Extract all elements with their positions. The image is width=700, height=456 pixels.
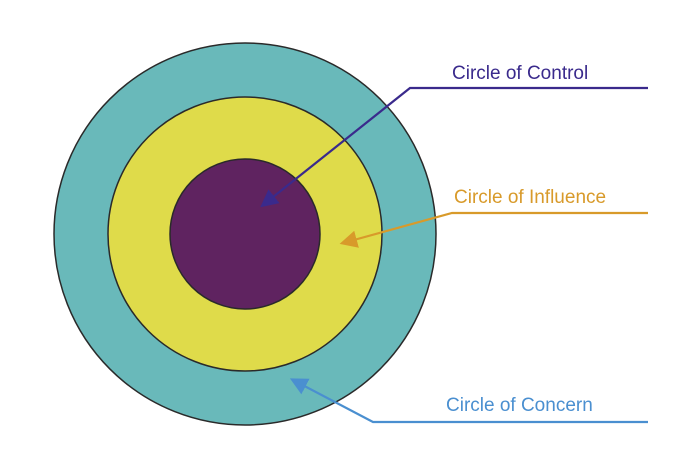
influence-callout-line [339,211,648,248]
concern-callout-line [289,378,648,424]
control-label: Circle of Control [452,63,588,84]
control-callout-line [260,86,648,208]
influence-label: Circle of Influence [454,187,606,208]
concern-label: Circle of Concern [446,395,593,416]
circle-of-control [169,158,321,310]
